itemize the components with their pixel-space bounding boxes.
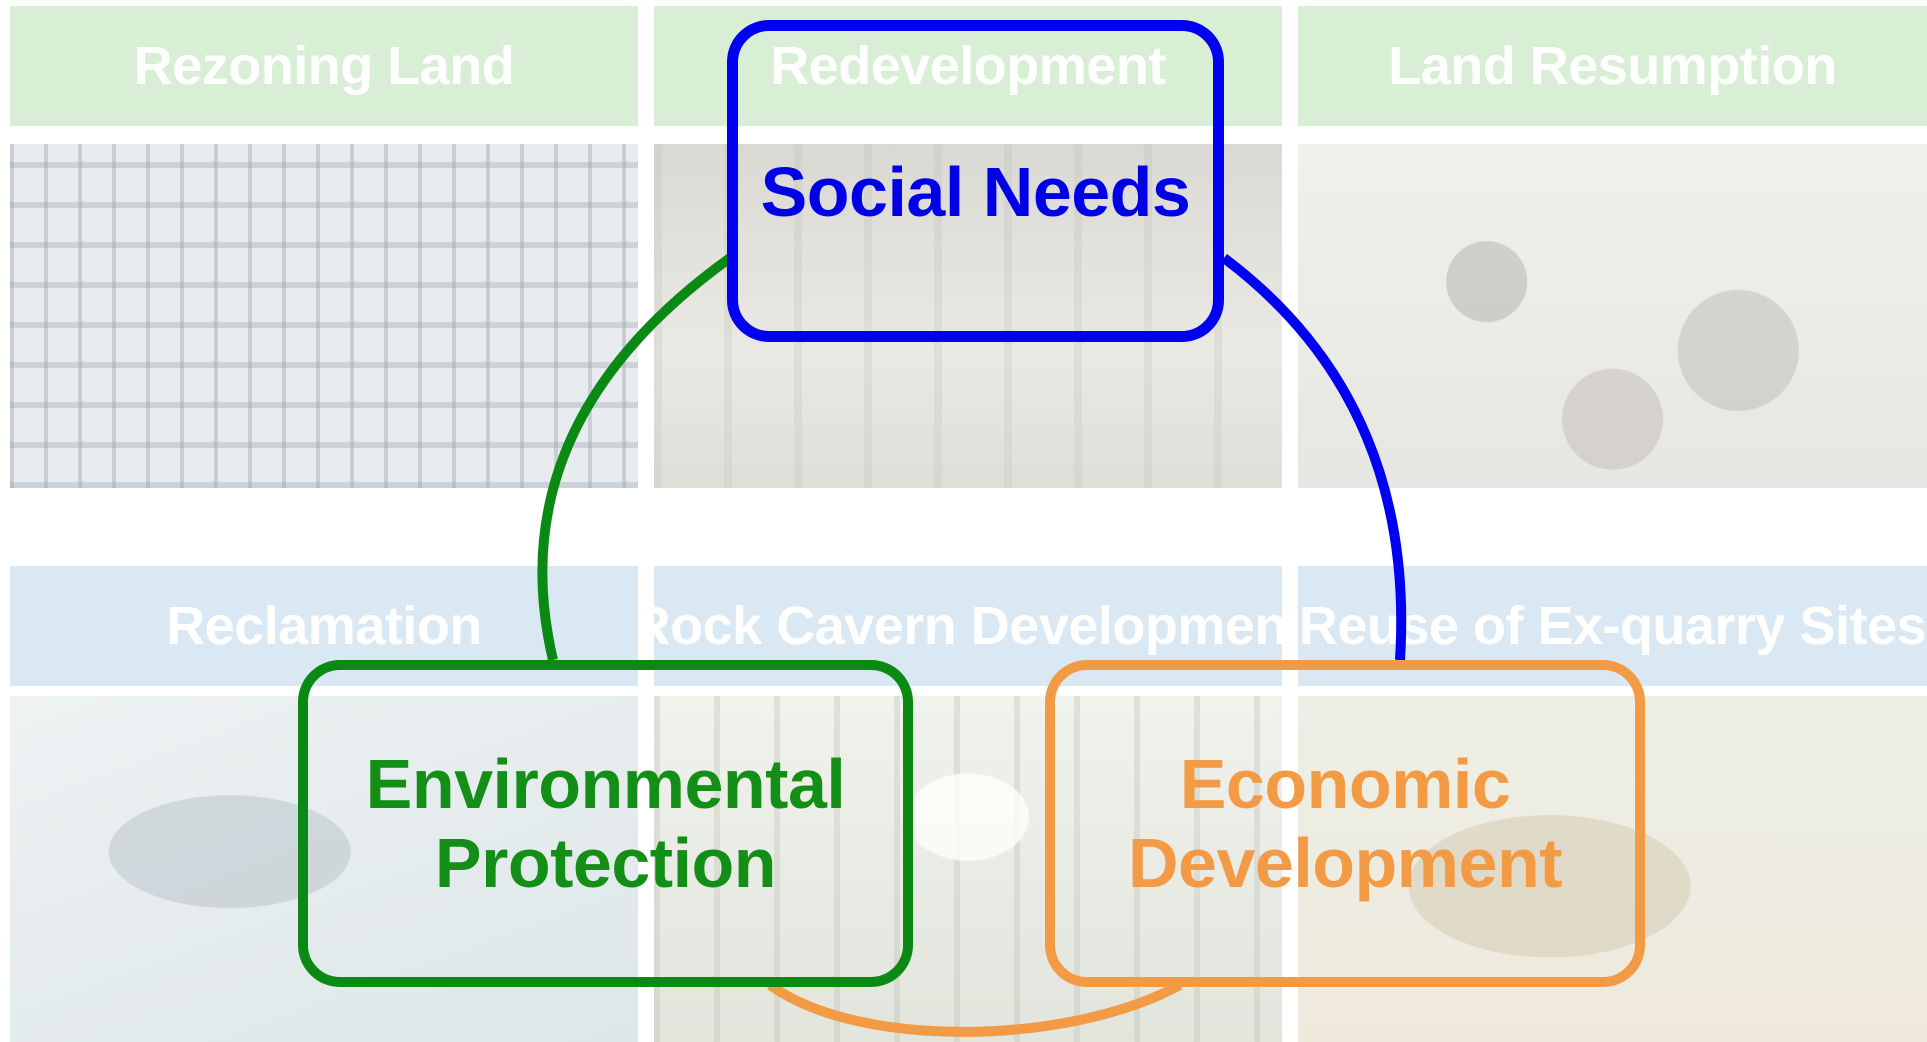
tile-label: Reclamation [166,596,482,656]
arc-environmental-social [537,253,733,662]
tile-label: Rock Cavern Development [654,596,1282,656]
environmental-protection-box: Environmental Protection [298,660,913,987]
arc-social-economic [1220,254,1407,661]
photo-protest-crowd [1298,144,1927,488]
economic-label-line1: Economic [1179,745,1511,824]
tile-label: Redevelopment [770,36,1166,96]
tile-label: Rezoning Land [133,36,515,96]
environmental-label-line2: Protection [434,823,777,902]
arc-environmental-economic [767,980,1183,1037]
tile-header-rezoning-land: Rezoning Land [10,6,638,126]
economic-development-box: Economic Development [1045,660,1645,987]
tile-label: Land Resumption [1388,36,1837,96]
environmental-label-line1: Environmental [365,745,846,824]
photo-residential-building [10,144,638,488]
social-needs-box: Social Needs [727,20,1224,342]
social-needs-label: Social Needs [760,153,1191,231]
economic-label-line2: Development [1127,823,1563,902]
tile-header-land-resumption: Land Resumption [1298,6,1927,126]
